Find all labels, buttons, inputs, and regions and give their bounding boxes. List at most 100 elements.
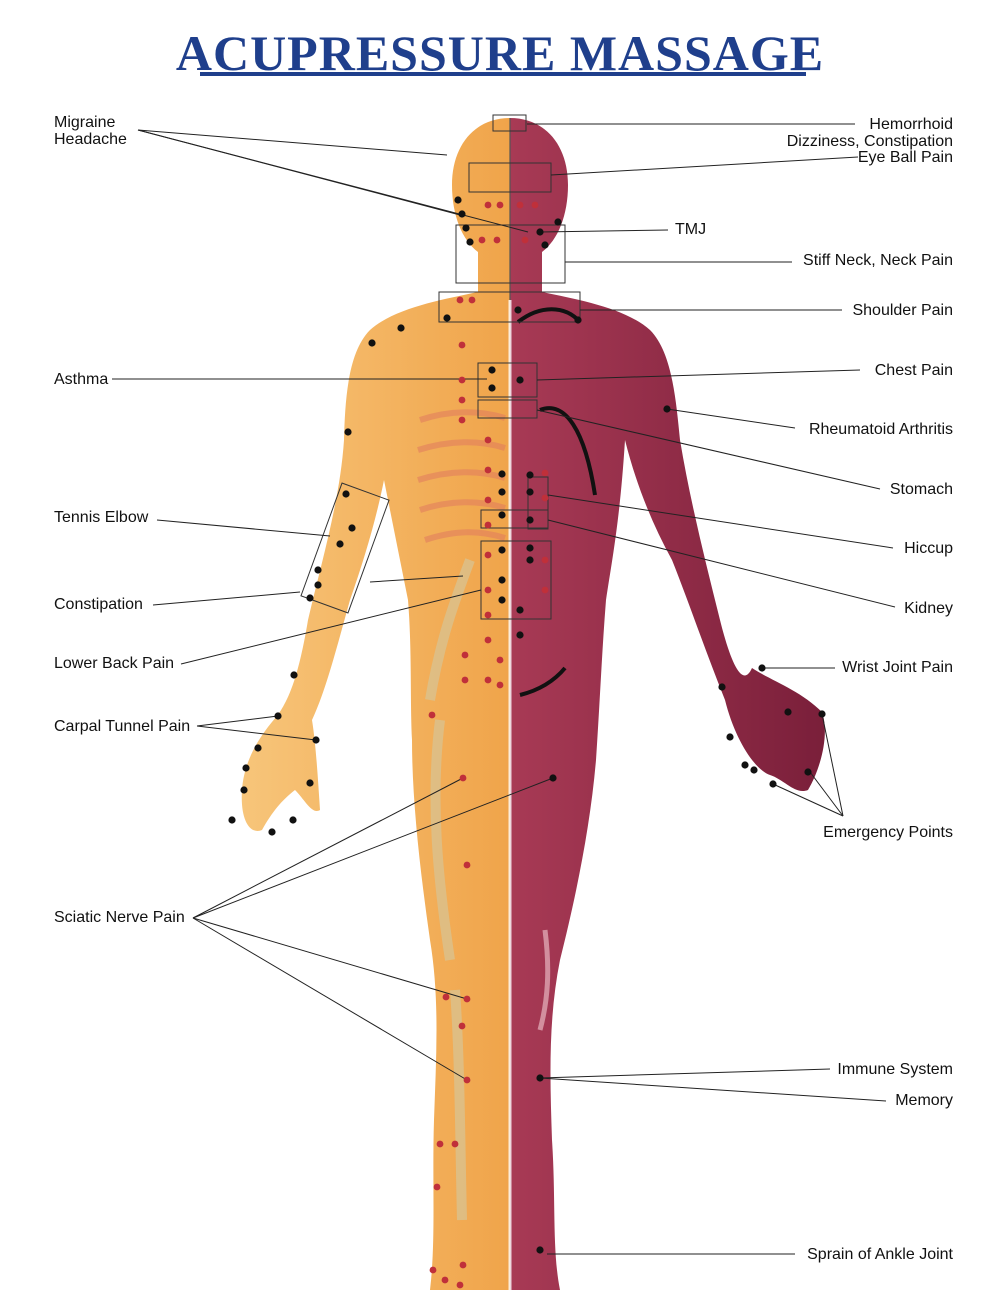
acupressure-point bbox=[516, 606, 524, 614]
acupressure-point bbox=[484, 496, 492, 504]
acupressure-point bbox=[462, 224, 470, 232]
acupressure-point bbox=[443, 314, 451, 322]
acupressure-point bbox=[429, 1266, 437, 1274]
region-boxes bbox=[300, 114, 581, 620]
box-lowerback bbox=[480, 540, 552, 620]
label-migraine: Migraine bbox=[54, 114, 116, 131]
chest-arc bbox=[539, 406, 597, 496]
acupressure-point bbox=[554, 218, 562, 226]
acupressure-point bbox=[484, 466, 492, 474]
label-chest-pain: Chest Pain bbox=[874, 362, 953, 379]
acupressure-point bbox=[536, 1246, 544, 1254]
acupressure-point bbox=[484, 676, 492, 684]
acupressure-point bbox=[240, 786, 248, 794]
acupressure-point bbox=[461, 676, 469, 684]
label-tennis-elbow: Tennis Elbow bbox=[54, 509, 149, 526]
acupressure-point bbox=[526, 516, 534, 524]
muscle-highlight bbox=[537, 929, 551, 1031]
label-hemorrhoid: Hemorrhoid bbox=[869, 116, 953, 133]
acupressure-point bbox=[541, 556, 549, 564]
acupressure-point bbox=[314, 566, 322, 574]
acupressure-point bbox=[484, 636, 492, 644]
label-shoulder-pain: Shoulder Pain bbox=[852, 302, 953, 319]
label-headache: Headache bbox=[54, 131, 127, 148]
acupressure-point bbox=[536, 228, 544, 236]
box-hemorrhoid bbox=[492, 114, 527, 132]
rib-cage bbox=[417, 409, 506, 543]
acupressure-point bbox=[242, 764, 250, 772]
acupressure-point bbox=[456, 296, 464, 304]
acupressure-point bbox=[463, 995, 471, 1003]
acupressure-point bbox=[484, 521, 492, 529]
acupressure-point bbox=[784, 708, 792, 716]
body-silhouette-muscle bbox=[510, 118, 825, 1290]
acupressure-point bbox=[459, 1261, 467, 1269]
title-underline bbox=[200, 72, 806, 76]
acupressure-point bbox=[516, 201, 524, 209]
label-wrist-joint-pain: Wrist Joint Pain bbox=[842, 659, 953, 676]
label-emergency-points: Emergency Points bbox=[823, 824, 953, 841]
acupressure-point bbox=[484, 436, 492, 444]
acupressure-point bbox=[312, 736, 320, 744]
acupressure-point bbox=[228, 816, 236, 824]
acupressure-point bbox=[526, 471, 534, 479]
label-eye-ball-pain: Eye Ball Pain bbox=[857, 149, 953, 166]
acupressure-point bbox=[531, 201, 539, 209]
acupressure-point bbox=[498, 546, 506, 554]
acupressure-point bbox=[433, 1183, 441, 1191]
acupressure-point bbox=[478, 236, 486, 244]
acupressure-point bbox=[441, 1276, 449, 1284]
label-constipation: Constipation bbox=[54, 596, 143, 613]
acupressure-point bbox=[456, 1281, 464, 1289]
acupressure-point bbox=[458, 416, 466, 424]
acupressure-point bbox=[516, 631, 524, 639]
acupressure-point bbox=[336, 540, 344, 548]
acupressure-point bbox=[484, 551, 492, 559]
acupressure-point bbox=[496, 201, 504, 209]
acupressure-point bbox=[493, 236, 501, 244]
acupressure-point bbox=[306, 594, 314, 602]
acupressure-point bbox=[541, 469, 549, 477]
label-rheumatoid: Rheumatoid Arthritis bbox=[808, 421, 953, 438]
acupressure-point bbox=[750, 766, 758, 774]
acupressure-point bbox=[306, 779, 314, 787]
acupressure-point bbox=[541, 586, 549, 594]
acupressure-point bbox=[526, 488, 534, 496]
acupressure-point bbox=[496, 656, 504, 664]
acupressure-point bbox=[541, 494, 549, 502]
acupressure-point bbox=[254, 744, 262, 752]
box-hiccup bbox=[527, 476, 549, 530]
label-ankle-sprain: Sprain of Ankle Joint bbox=[807, 1246, 953, 1263]
box-shoulder bbox=[438, 291, 581, 323]
acupressure-point bbox=[458, 396, 466, 404]
box-tennis bbox=[300, 482, 390, 614]
acupressure-point bbox=[314, 581, 322, 589]
acupressure-point bbox=[516, 376, 524, 384]
label-memory: Memory bbox=[895, 1092, 953, 1109]
skeleton-overlay bbox=[425, 558, 475, 1221]
acupressure-point bbox=[290, 671, 298, 679]
acupressure-point bbox=[663, 405, 671, 413]
leader-lines bbox=[112, 123, 896, 1255]
acupressure-point bbox=[484, 201, 492, 209]
acupressure-point bbox=[463, 861, 471, 869]
acupressure-point bbox=[574, 316, 582, 324]
label-stiff-neck: Stiff Neck, Neck Pain bbox=[803, 252, 953, 269]
label-kidney: Kidney bbox=[904, 600, 953, 617]
label-stomach: Stomach bbox=[889, 481, 953, 498]
page-title: ACUPRESSURE MASSAGE bbox=[175, 25, 825, 81]
label-tmj: TMJ bbox=[675, 221, 707, 238]
acupressure-point bbox=[484, 611, 492, 619]
acupressure-point bbox=[726, 733, 734, 741]
acupressure-point bbox=[549, 774, 557, 782]
acupressure-point bbox=[454, 196, 462, 204]
acupressure-point bbox=[442, 993, 450, 1001]
acupressure-point bbox=[348, 524, 356, 532]
acupressure-point bbox=[718, 683, 726, 691]
box-eyeball bbox=[468, 162, 552, 193]
acupressure-point bbox=[498, 576, 506, 584]
acupressure-point bbox=[769, 780, 777, 788]
acupressure-point bbox=[342, 490, 350, 498]
label-carpal-tunnel: Carpal Tunnel Pain bbox=[54, 718, 191, 735]
